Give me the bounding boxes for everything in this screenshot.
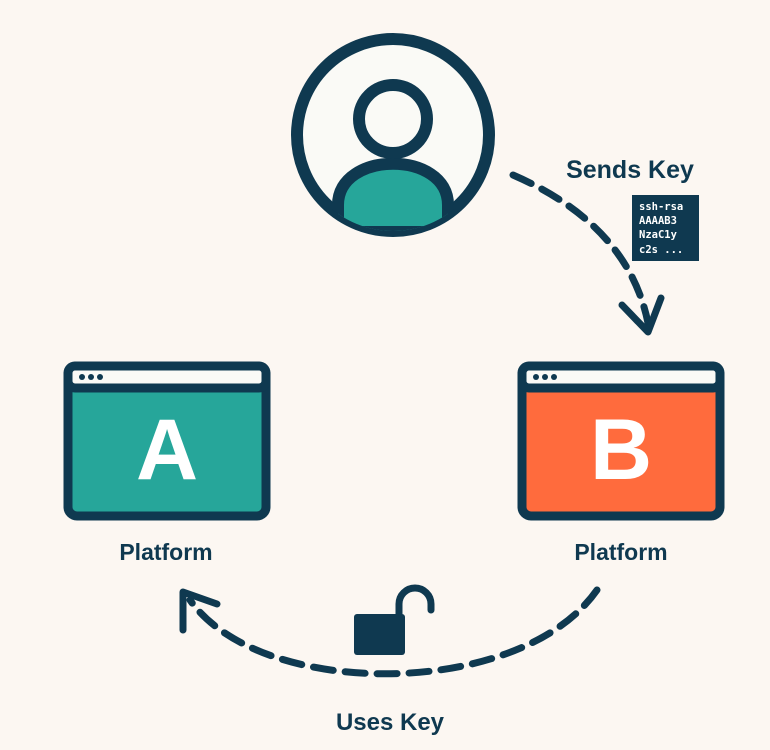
platform-a-window: A [63,361,271,521]
window-dot-icon [551,374,557,380]
uses-key-label: Uses Key [336,709,445,736]
window-dot-icon [542,374,548,380]
window-dot-icon [88,374,94,380]
sends-key-label: Sends Key [566,156,694,184]
platform-b-label: Platform [574,539,667,565]
key-snippet-card: ssh-rsa AAAAB3 NzaC1y c2s ... [632,195,699,261]
window-dot-icon [97,374,103,380]
platform-a-letter: A [136,402,198,498]
platform-a-label: Platform [119,539,212,565]
key-line-3: NzaC1y [639,229,678,241]
platform-b-letter: B [590,402,652,498]
key-line-2: AAAAB3 [639,215,677,227]
window-dot-icon [533,374,539,380]
window-dot-icon [79,374,85,380]
unlocked-padlock-icon [354,584,435,655]
use-arrow [179,586,601,678]
send-arrow [509,171,665,336]
key-line-1: ssh-rsa [639,201,683,213]
platform-b-window: B [517,361,725,521]
key-line-4: c2s ... [639,244,683,256]
user-avatar-icon [291,33,495,237]
